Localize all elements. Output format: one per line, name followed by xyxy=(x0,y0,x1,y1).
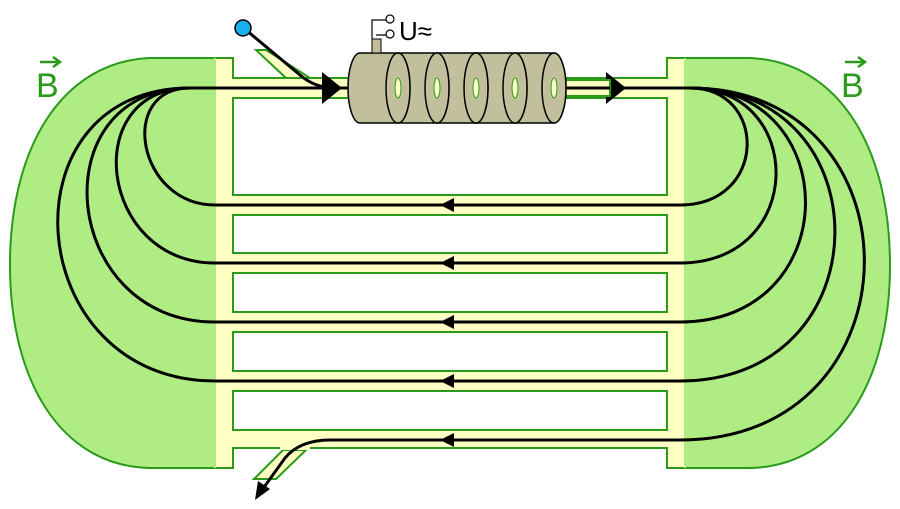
vector-arrow-icon xyxy=(40,55,63,69)
cavity-feed xyxy=(371,38,382,54)
rf-cavity xyxy=(347,52,611,124)
beam-arrowhead xyxy=(440,433,454,447)
magnetic-field-label-left: B xyxy=(36,67,59,105)
chamber-gap xyxy=(232,331,668,372)
beam-arrowhead xyxy=(440,374,454,388)
terminal-wires xyxy=(371,19,386,39)
terminal-icon xyxy=(385,29,395,39)
chamber-gap xyxy=(232,214,668,254)
magnetic-field-label-right: B xyxy=(841,67,864,105)
vector-arrow-icon xyxy=(845,55,868,69)
beam-orbit-right-arc xyxy=(679,86,866,442)
extracted-beam xyxy=(260,438,331,491)
extraction-arrowhead xyxy=(255,481,270,500)
beam-arrowhead xyxy=(440,198,454,212)
beam-arrowhead xyxy=(440,256,454,270)
beam-arrowhead xyxy=(440,315,454,329)
terminal-icon xyxy=(385,14,395,24)
electron-source xyxy=(234,19,252,37)
chamber-gap xyxy=(232,272,668,313)
right-magnet xyxy=(684,57,892,469)
beam-direction-arrow-left xyxy=(322,72,342,104)
beam-orbit-right-arc xyxy=(679,86,837,383)
beam-orbit-right-arc xyxy=(679,86,778,265)
beam-orbit-right-arc xyxy=(679,86,807,324)
beam-orbit-left-arc xyxy=(85,86,335,324)
left-magnet xyxy=(8,57,216,469)
beam-orbit-right-arc xyxy=(679,86,749,207)
injection-channel xyxy=(253,49,314,79)
voltage-label: U≈ xyxy=(399,16,432,46)
chamber-gap xyxy=(232,390,668,431)
beam-orbit-left-arc xyxy=(56,86,335,383)
